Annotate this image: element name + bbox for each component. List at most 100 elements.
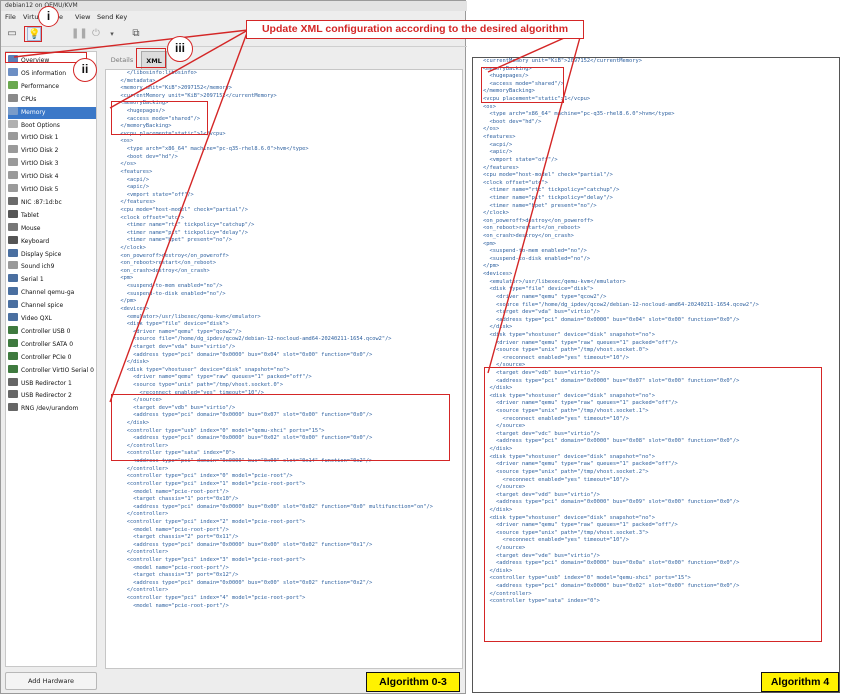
device-icon <box>8 132 18 141</box>
sidebar-item-boot-options[interactable]: Boot Options <box>8 119 96 132</box>
sidebar-item-usb-redirector-1[interactable]: USB Redirector 1 <box>8 377 96 390</box>
device-icon <box>8 261 18 270</box>
xml-line: <target dev="vda" bus="virtio"/> <box>483 309 600 316</box>
menu-send-key[interactable]: Send Key <box>97 13 128 21</box>
device-icon <box>8 93 18 102</box>
chevron-down-icon[interactable]: ▾ <box>110 30 114 38</box>
sidebar-item-label: Controller SATA 0 <box>21 340 74 348</box>
xml-line: <apic/> <box>483 149 513 156</box>
sidebar-item-cpus[interactable]: CPUs <box>8 93 96 106</box>
monitor-icon[interactable]: ▭ <box>7 28 17 39</box>
sidebar-item-nic-87-1d-bc[interactable]: NIC :87:1d:bc <box>8 196 96 209</box>
sidebar-item-video-qxl[interactable]: Video QXL <box>8 313 96 325</box>
sidebar-item-serial-1[interactable]: Serial 1 <box>8 274 96 286</box>
device-icon <box>8 106 18 115</box>
xml-line: <driver name="qemu" type="raw" queues="1… <box>483 522 678 529</box>
sidebar-item-virtio-disk-5[interactable]: VirtIO Disk 5 <box>8 184 96 196</box>
sidebar-item-rng-dev-urandom[interactable]: RNG /dev/urandom <box>8 403 96 415</box>
xml-line: <timer name="rtc" tickpolicy="catchup"/> <box>483 187 620 194</box>
sidebar-item-label: VirtIO Disk 4 <box>21 173 59 181</box>
device-icon <box>8 119 18 128</box>
xml-editor[interactable]: </libosinfo:libosinfo> </metadata> <memo… <box>105 69 463 669</box>
highlight-vhostuser-disks-right <box>484 367 822 642</box>
xml-line: </pm> <box>114 298 137 305</box>
sidebar-item-display-spice[interactable]: Display Spice <box>8 248 96 261</box>
sidebar-item-virtio-disk-1[interactable]: VirtIO Disk 1 <box>8 132 96 144</box>
xml-line: <address type="pci" domain="0x0000" bus=… <box>483 560 740 567</box>
sidebar-item-controller-pcie-0[interactable]: Controller PCIe 0 <box>8 351 96 364</box>
highlight-details-button <box>24 26 42 42</box>
sidebar-item-label: Performance <box>21 82 60 90</box>
sidebar-item-keyboard[interactable]: Keyboard <box>8 235 96 248</box>
label-algorithm-4: Algorithm 4 <box>761 672 839 692</box>
sidebar-item-controller-virtio-serial-0[interactable]: Controller VirtIO Serial 0 <box>8 364 96 377</box>
xml-line: </source> <box>483 484 526 491</box>
xml-line: </disk> <box>114 359 150 366</box>
sidebar-item-label: Controller VirtIO Serial 0 <box>21 366 94 374</box>
xml-line: <acpi/> <box>114 176 150 183</box>
menu-file[interactable]: File <box>5 13 16 21</box>
xml-line: </disk> <box>483 385 513 392</box>
xml-line: </source> <box>483 545 526 551</box>
xml-line: </controller> <box>114 549 169 556</box>
xml-line: <address type="pci" domain="0x0000" bus=… <box>483 583 740 590</box>
sidebar-item-performance[interactable]: Performance <box>8 80 96 93</box>
xml-line: <features> <box>483 134 516 141</box>
highlight-memorybacking-left <box>111 101 208 135</box>
sidebar-item-virtio-disk-2[interactable]: VirtIO Disk 2 <box>8 145 96 157</box>
menu-bar: File Virtual e View Send Key <box>1 11 467 23</box>
xml-line: <target dev="vdc" bus="virtio"/> <box>483 430 600 437</box>
tab-details[interactable]: Details <box>110 56 134 64</box>
sidebar-item-label: Channel qemu-ga <box>21 289 75 297</box>
sidebar-item-tablet[interactable]: Tablet <box>8 209 96 222</box>
sidebar-item-mouse[interactable]: Mouse <box>8 222 96 235</box>
add-hardware-button[interactable]: Add Hardware <box>5 672 97 690</box>
xml-line: <source type="unix" path="/tmp/vhost.soc… <box>483 347 649 354</box>
device-icon <box>8 67 18 76</box>
xml-line: <apic/> <box>114 184 150 191</box>
sidebar-item-controller-sata-0[interactable]: Controller SATA 0 <box>8 338 96 351</box>
xml-line: <controller type="pci" index="2" model="… <box>114 518 306 525</box>
menu-view[interactable]: View <box>75 13 91 21</box>
highlight-xml-tab <box>136 48 166 68</box>
sidebar-item-sound-ich9[interactable]: Sound ich9 <box>8 261 96 273</box>
device-icon <box>8 248 18 257</box>
sidebar-item-label: Channel spice <box>21 302 64 310</box>
xml-line: <source type="unix" path="/tmp/vhost.soc… <box>114 381 284 388</box>
xml-line: <disk type="vhostuser" device="disk" sna… <box>483 514 656 521</box>
sidebar-item-memory[interactable]: Memory <box>8 106 96 119</box>
menu-virtual[interactable]: Virtual <box>23 13 45 21</box>
sidebar-item-label: Controller PCIe 0 <box>21 353 72 361</box>
shutdown-icon[interactable]: ⏻ <box>92 28 100 39</box>
highlight-vhostuser-disk-left <box>111 394 450 461</box>
xml-line: <disk type="vhostuser" device="disk" sna… <box>114 366 290 373</box>
sidebar-item-channel-qemu-ga[interactable]: Channel qemu-ga <box>8 287 96 299</box>
xml-line: <type arch="x86_64" machine="pc-q35-rhel… <box>483 111 675 118</box>
menu-virtual-suffix[interactable]: e <box>59 13 63 21</box>
xml-line: </metadata> <box>114 77 156 84</box>
sidebar-item-label: Video QXL <box>21 315 52 322</box>
sidebar-item-label: CPUs <box>21 95 37 103</box>
sidebar-item-channel-spice[interactable]: Channel spice <box>8 300 96 312</box>
sidebar-item-overview[interactable]: Overview <box>8 55 96 67</box>
xml-line: <address type="pci" domain="0x0000" bus=… <box>114 458 373 465</box>
xml-line: </clock> <box>483 210 509 217</box>
sidebar-item-usb-redirector-2[interactable]: USB Redirector 2 <box>8 390 96 402</box>
xml-line: <driver name="qemu" type="raw" queues="1… <box>483 339 678 346</box>
sidebar-item-virtio-disk-4[interactable]: VirtIO Disk 4 <box>8 171 96 183</box>
sidebar-item-controller-usb-0[interactable]: Controller USB 0 <box>8 325 96 338</box>
xml-line: <boot dev="hd"/> <box>483 118 542 125</box>
sidebar-item-label: Display Spice <box>21 250 62 258</box>
sidebar-item-virtio-disk-3[interactable]: VirtIO Disk 3 <box>8 158 96 170</box>
sidebar-item-os-information[interactable]: OS information <box>8 67 96 80</box>
xml-line: <disk type="vhostuser" device="disk" sna… <box>483 392 656 399</box>
xml-line: <address type="pci" domain="0x0000" bus=… <box>483 499 740 506</box>
snapshot-icon[interactable]: ⧉ <box>132 28 140 39</box>
xml-line: <timer name="pit" tickpolicy="delay"/> <box>483 194 613 201</box>
step-iii-marker: iii <box>167 36 193 62</box>
xml-line: </controller> <box>114 511 169 518</box>
pause-icon[interactable]: ❚❚ <box>71 28 88 39</box>
xml-line: <reconnect enabled="yes" timeout="10"/> <box>483 354 630 361</box>
xml-text-algorithm-0-3: </libosinfo:libosinfo> </metadata> <memo… <box>114 70 462 610</box>
sidebar-item-label: NIC :87:1d:bc <box>21 198 62 206</box>
